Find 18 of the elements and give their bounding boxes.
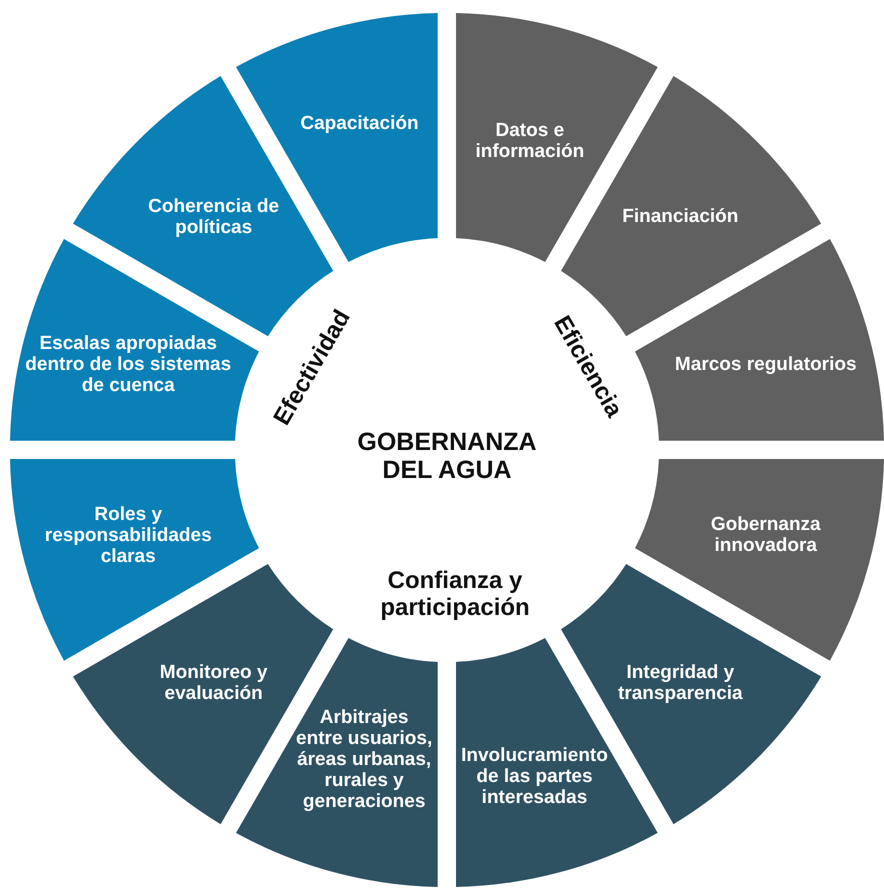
wheel-segment: [10, 459, 260, 661]
wheel-segment: [634, 239, 884, 441]
segment-label: Integridad y transparencia: [617, 662, 744, 704]
segment-label: Marcos regulatorios: [674, 354, 858, 376]
group-label: Confianza y participación: [379, 567, 531, 621]
wheel-segment: [10, 239, 260, 441]
segment-label: Gobernanza innovadora: [710, 514, 822, 556]
segment-label: Capacitación: [299, 113, 420, 134]
segment-label: Datos e información: [474, 120, 586, 162]
segment-label: Financiación: [621, 206, 740, 228]
segment-label: Involucramiento de las partes interesadas: [460, 744, 609, 808]
segment-label: Coherencia de políticas: [147, 196, 280, 238]
segment-label: Roles y responsabilidades claras: [44, 504, 213, 567]
segment-label: Arbitrajes entre usuarios, áreas urbanas, rurales y generaciones: [295, 706, 434, 812]
segment-label: Monitoreo y evaluación: [158, 662, 268, 704]
wheel-segment: [634, 459, 884, 661]
segment-label: Escalas apropiadas dentro de los sistemas de cuenca: [24, 333, 232, 396]
center-title: GOBERNANZA DEL AGUA: [347, 428, 547, 484]
